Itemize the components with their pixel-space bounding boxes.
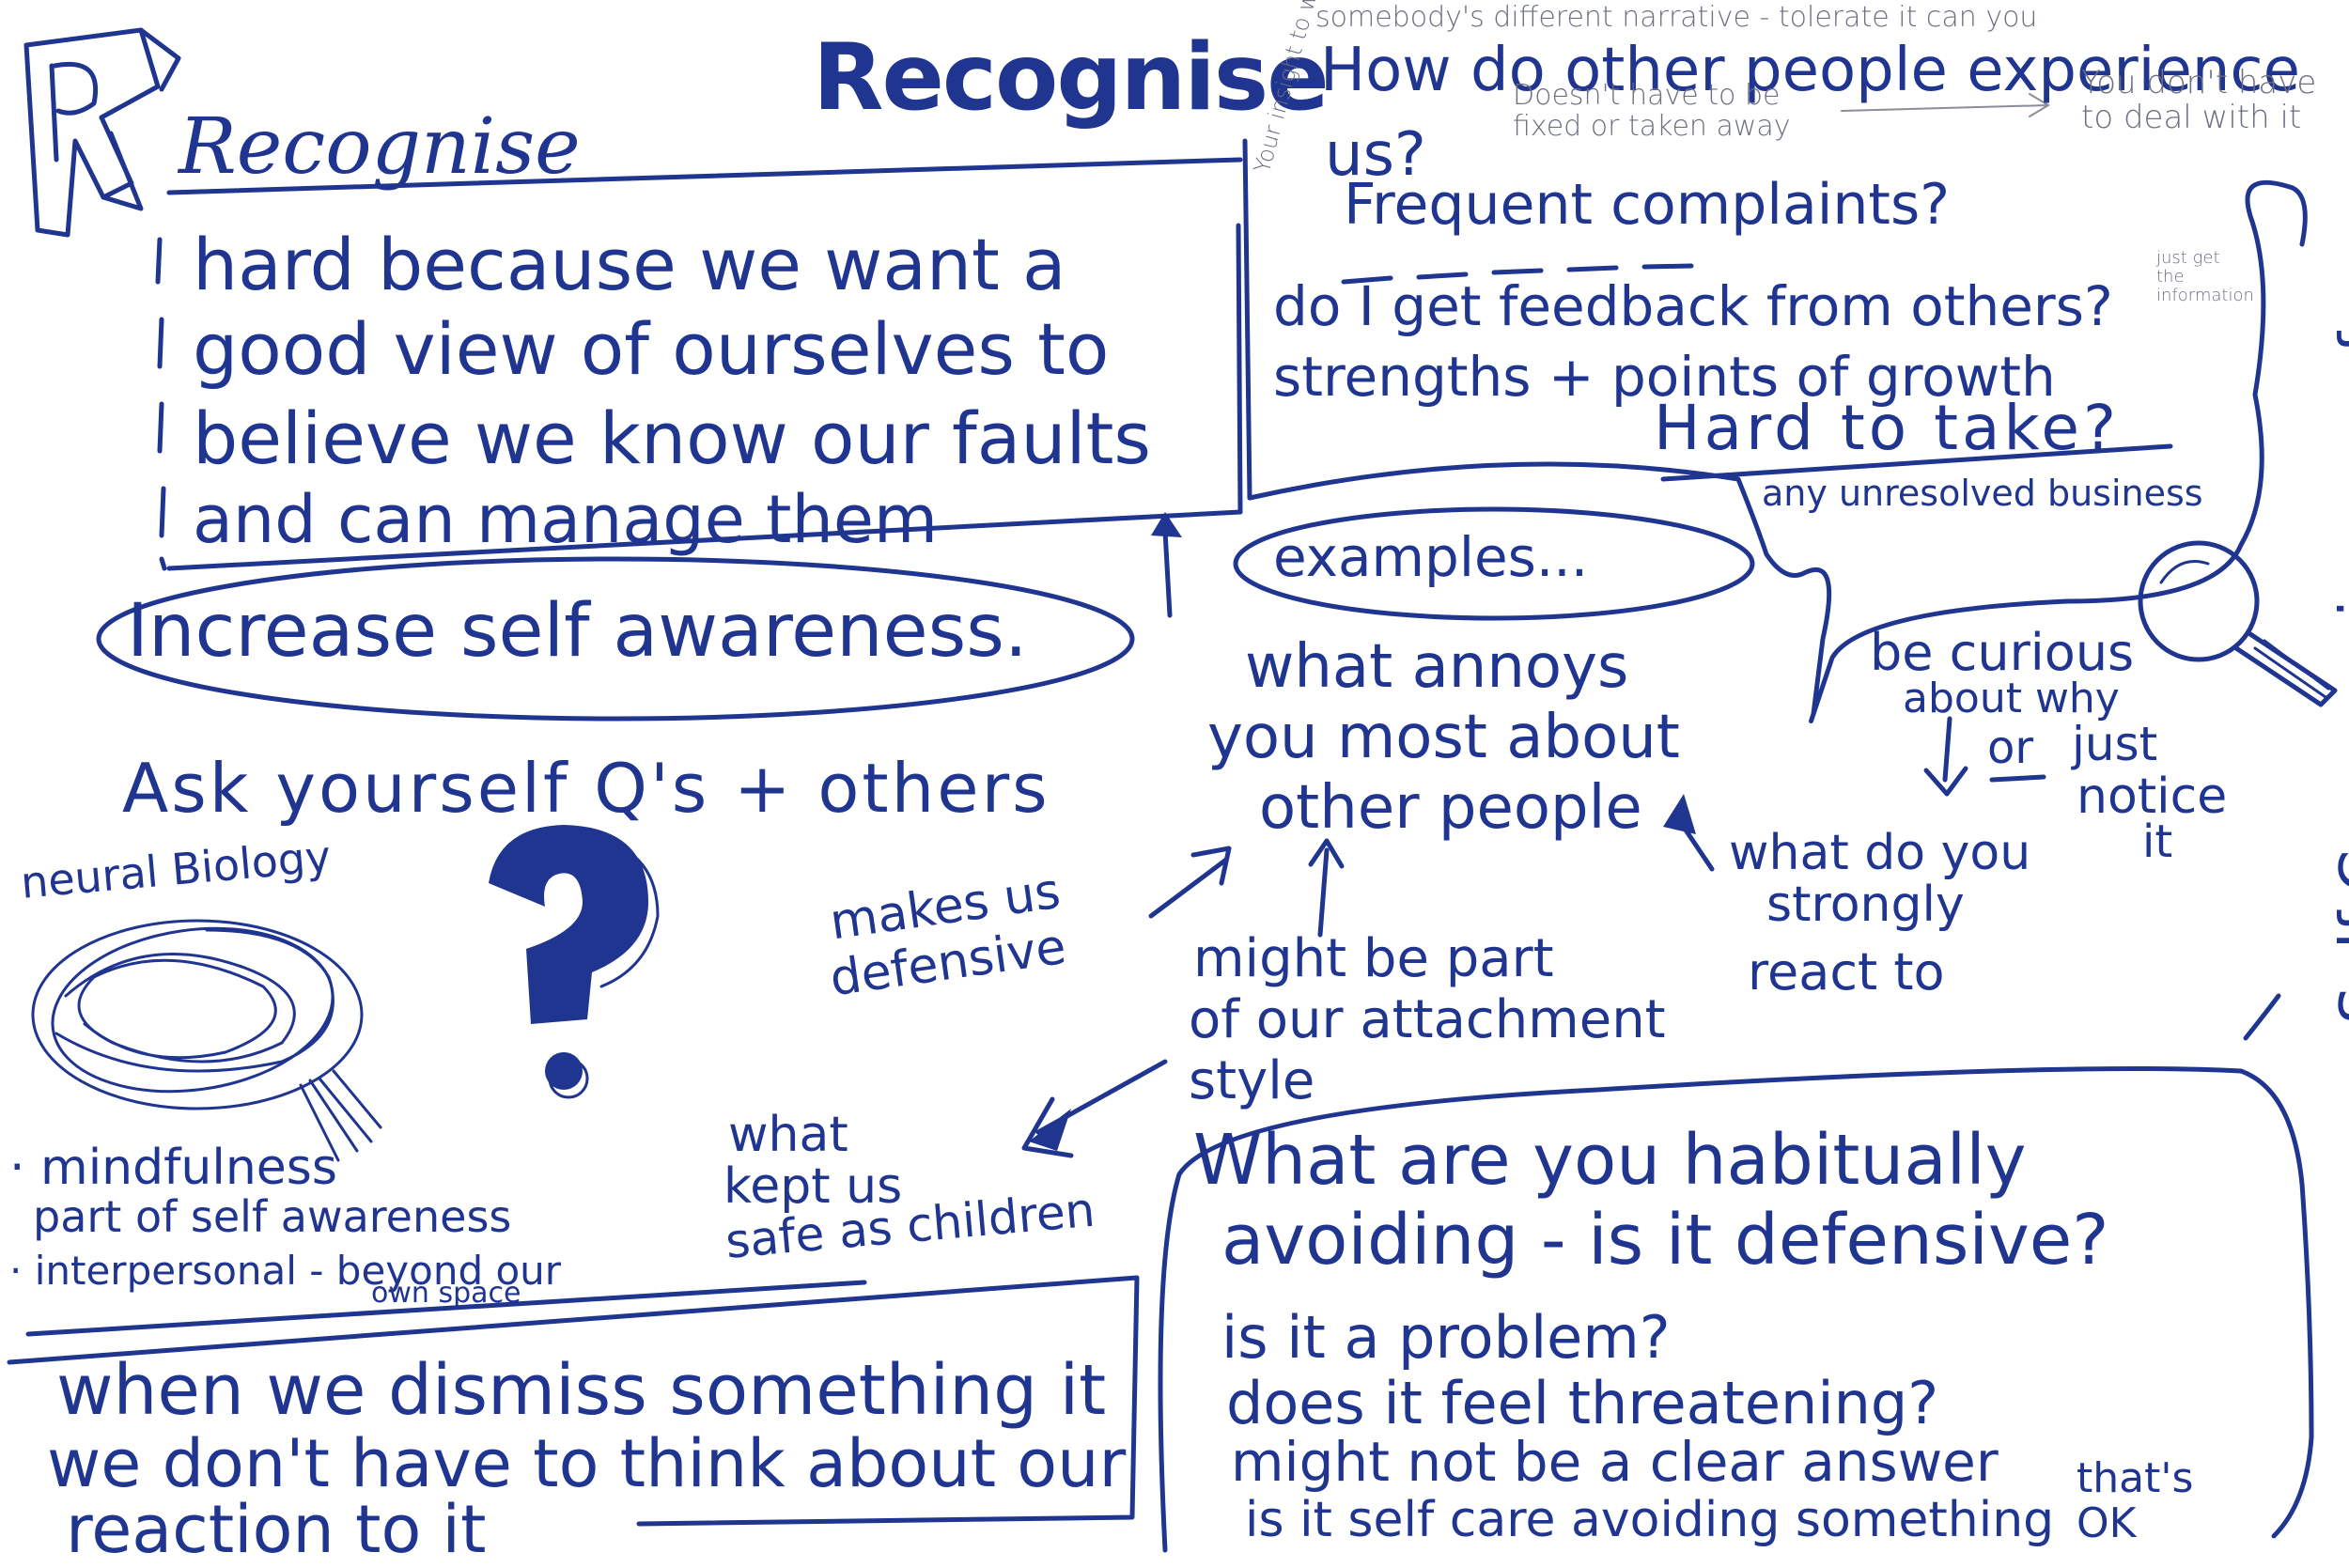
intro-line-4: and can manage them	[193, 484, 938, 556]
compassion-connector	[2246, 996, 2279, 1038]
be-curious-or: or	[1987, 723, 2033, 773]
attachment-2: of our attachment	[1189, 991, 1666, 1049]
ask-yourself: Ask yourself Q's + others	[122, 752, 1050, 826]
arrow-defensive-icon	[1151, 848, 1229, 916]
avoiding-line-7: that's OK	[2077, 1456, 2208, 1547]
brain-scribble-icon	[33, 911, 381, 1160]
unresolved-business: any unresolved business	[1762, 474, 2203, 514]
attachment-1: might be part	[1193, 930, 1554, 988]
be-curious-2: about why	[1903, 676, 2120, 722]
dismiss-line-2: we don't have to think about our	[47, 1428, 1126, 1500]
intro-line-1: hard because we want a	[193, 225, 1066, 304]
be-curious-5: it	[2142, 817, 2172, 867]
dismiss-line-3: reaction to it	[66, 1494, 486, 1566]
self-compassion: Self Compassion over fear	[2330, 233, 2349, 1024]
attachment-3: style	[1189, 1052, 1315, 1110]
arrow-kept-safe-icon	[1024, 1062, 1165, 1156]
feedback-line-1: do I get feedback from others?	[1273, 277, 2113, 337]
magnifying-glass-icon	[2140, 543, 2335, 705]
increase-self-awareness: Increase self awareness.	[127, 592, 1028, 673]
strongly-react-3: react to	[1748, 944, 1945, 1000]
question-mark-icon	[489, 825, 658, 1097]
flag-title: Recognise	[179, 105, 581, 190]
dismiss-line-1: when we dismiss something it	[56, 1353, 1106, 1429]
intro-line-3: believe we know our faults	[193, 399, 1151, 478]
down-arrow-icon	[1926, 719, 1966, 794]
avoiding-line-3: is it a problem?	[1221, 1306, 1671, 1370]
mindfulness-2: part of self awareness	[33, 1193, 511, 1241]
r-flag-icon	[26, 30, 179, 235]
side-note-top: somebody's different narrative - tolerat…	[1315, 2, 2037, 33]
avoiding-line-2: avoiding - is it defensive?	[1221, 1203, 2109, 1279]
avoiding-line-4: does it feel threatening?	[1226, 1372, 1938, 1436]
arrow-up-icon	[1151, 512, 1182, 615]
avoiding-line-1: What are you habitually	[1193, 1123, 2027, 1199]
frequent-complaints: Frequent complaints?	[1344, 174, 1950, 236]
be-curious-3: just	[2072, 719, 2157, 770]
arrow-to-examples-icon	[1663, 794, 1712, 869]
be-curious-1: be curious	[1870, 625, 2134, 680]
kept-safe-1: what	[728, 1109, 848, 1162]
examples-bullet-3: other people	[1259, 775, 1642, 841]
avoiding-line-6: is it self care avoiding something	[1245, 1494, 2054, 1547]
examples-label: examples...	[1273, 528, 1588, 588]
mindfulness-4: own space	[371, 1278, 521, 1309]
mindfulness-1: · mindfulness	[9, 1141, 337, 1195]
strongly-react-1: what do you	[1729, 827, 2030, 880]
or-underline	[1992, 777, 2044, 780]
avoiding-line-5: might not be a clear answer	[1231, 1433, 1999, 1493]
title-banner: Recognise	[813, 28, 1328, 130]
arrow-attachment-icon	[1311, 841, 1342, 935]
examples-bullet-1: what annoys	[1245, 634, 1628, 700]
strongly-react-2: strongly	[1766, 878, 1965, 932]
hard-to-take: Hard to take?	[1654, 395, 2120, 463]
side-note-right: You don't have to deal with it	[2081, 66, 2326, 136]
intro-line-2: good view of ourselves to	[193, 310, 1109, 389]
side-note-small: just get the information	[2156, 249, 2241, 304]
side-note-mid: Doesn't have to be fixed or taken away	[1513, 80, 1832, 142]
examples-bullet-2: you most about	[1207, 705, 1680, 770]
